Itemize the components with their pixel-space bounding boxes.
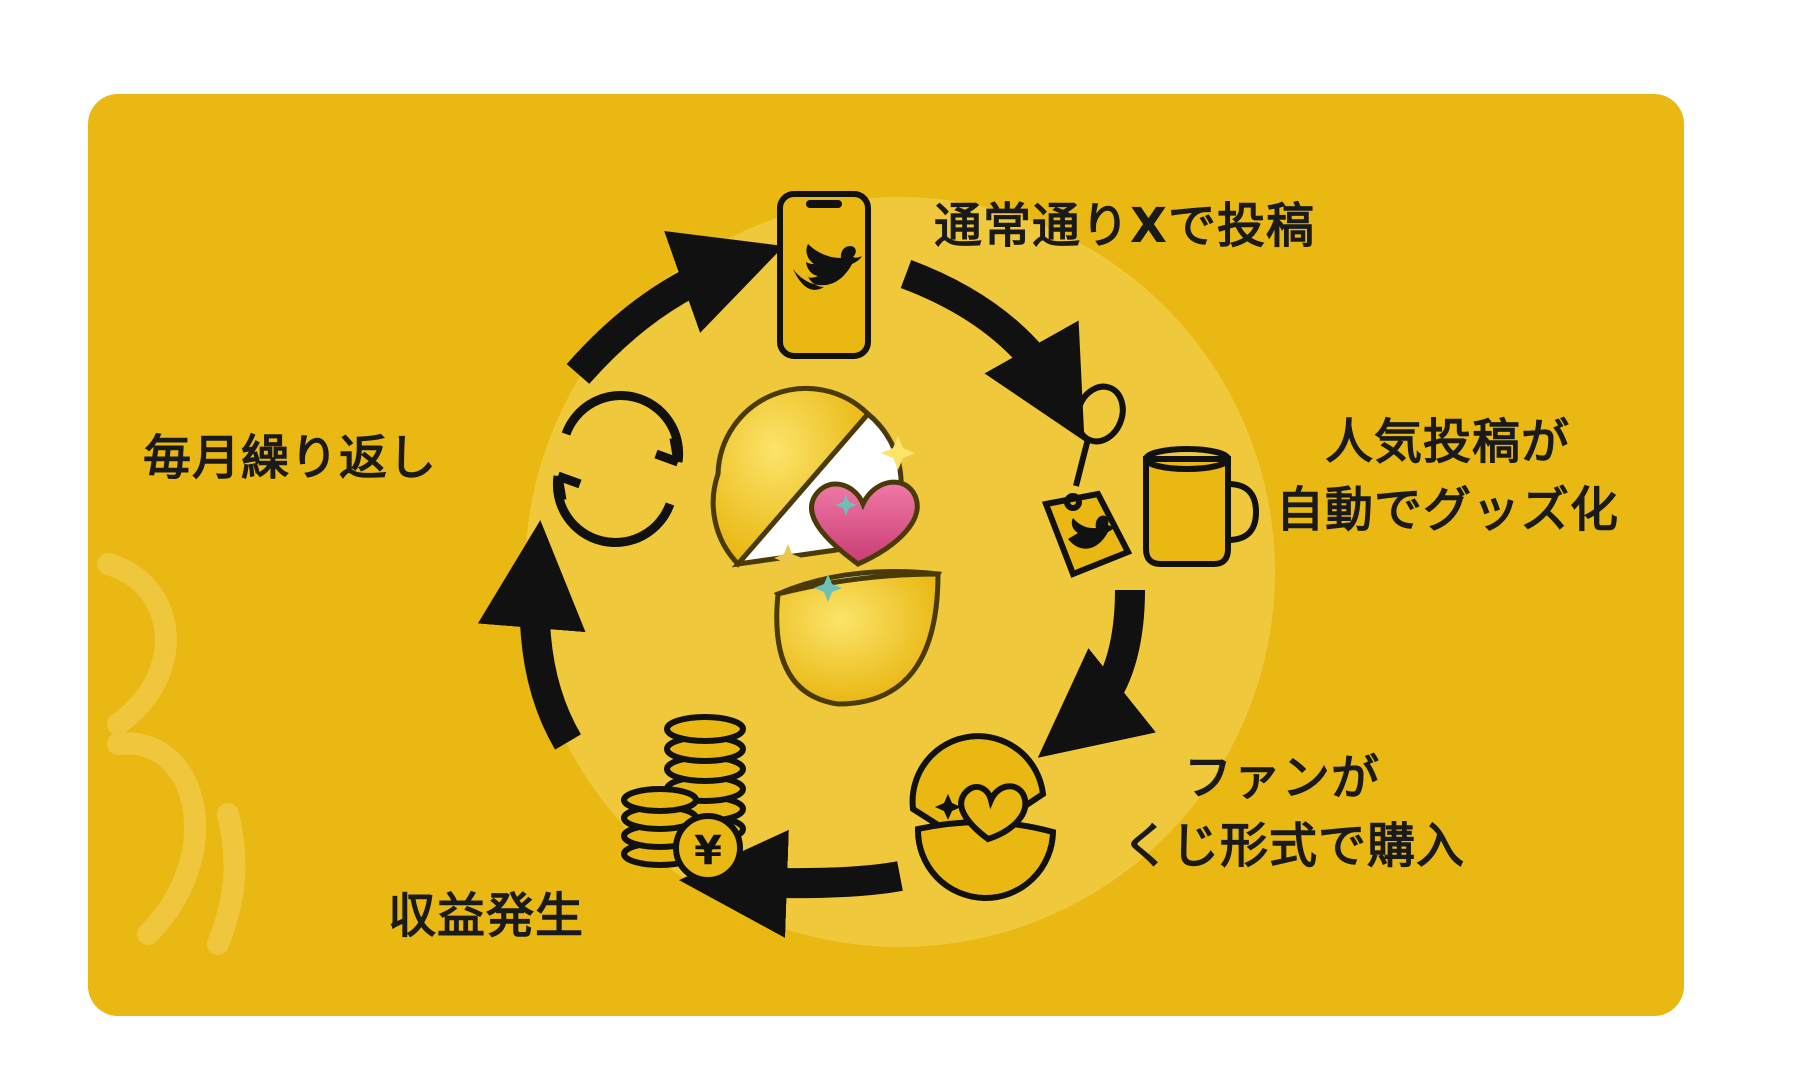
step-purchase-label: ファンが くじ形式で購入 (1122, 744, 1465, 880)
keychain-tag-icon (1041, 383, 1133, 578)
decorative-swirl (97, 553, 246, 955)
cycle-diagram: ¥ (97, 191, 1275, 955)
capsule-heart-icon (909, 733, 1057, 901)
mug-icon (1143, 446, 1260, 567)
cycle-arrows (477, 231, 1156, 938)
diagram-card: ¥ 通常通りXで投稿 人気投稿が 自動でグッズ化 ファンが くじ形式で購入 収益… (88, 94, 1684, 1016)
step-repeat-label: 毎月繰り返し (143, 430, 438, 486)
step-revenue-label: 収益発生 (388, 888, 585, 944)
arrow-purchase-to-revenue (679, 829, 903, 938)
step-post-label: 通常通りXで投稿 (934, 198, 1316, 254)
arrow-merch-to-purchase (1037, 589, 1156, 758)
step-merch-line1: 人気投稿が (1325, 414, 1571, 470)
coin-stack-yen-icon (621, 714, 746, 883)
smartphone-bird-icon (777, 191, 871, 359)
step-purchase-line2: くじ形式で購入 (1122, 818, 1466, 874)
gacha-capsule-heart-icon (710, 385, 943, 707)
step-merch-label: 人気投稿が 自動でグッズ化 (1276, 408, 1619, 544)
yen-symbol: ¥ (694, 828, 722, 874)
arrow-revenue-to-repeat (477, 520, 586, 750)
refresh-cycle-icon (552, 391, 684, 547)
step-purchase-line1: ファンが (1184, 750, 1381, 806)
step-merch-line2: 自動でグッズ化 (1276, 482, 1620, 538)
arrow-post-to-merch (900, 259, 1085, 442)
arrow-repeat-to-post (566, 231, 784, 384)
